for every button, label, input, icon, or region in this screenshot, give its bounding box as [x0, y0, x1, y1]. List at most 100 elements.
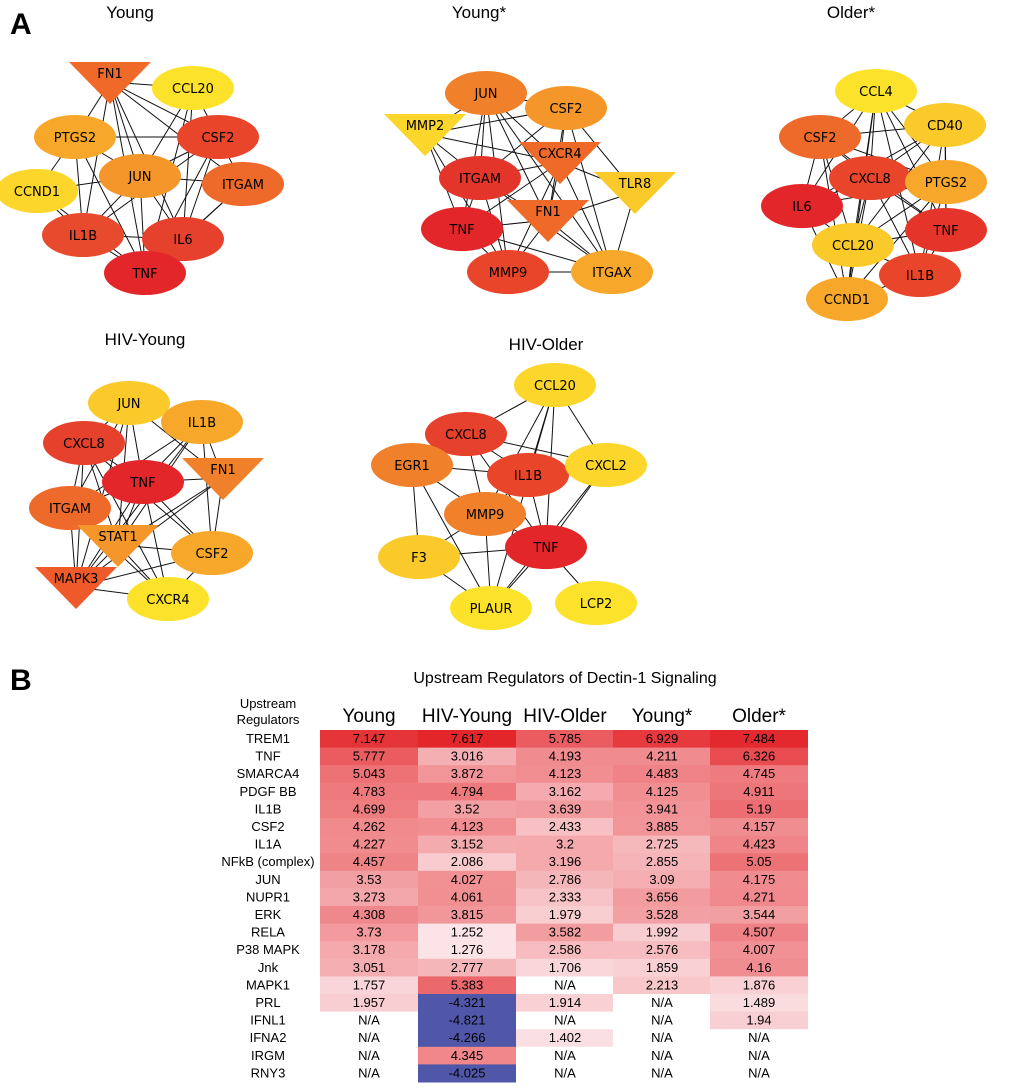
- network-edge: [485, 92, 613, 273]
- heatmap-cell: [516, 730, 614, 749]
- table-title: Upstream Regulators of Dectin-1 Signalin…: [413, 670, 716, 687]
- cell-value: 1.992: [646, 925, 679, 940]
- cell-value: 7.147: [353, 731, 386, 746]
- node-shape: [594, 172, 676, 214]
- heatmap-cell: [613, 994, 711, 1013]
- cell-value: 2.855: [646, 854, 679, 869]
- node-label: MMP2: [406, 119, 445, 134]
- row-label: IFNL1: [250, 1013, 285, 1028]
- heatmap-cell: [710, 800, 808, 819]
- heatmap-cell: [516, 870, 614, 889]
- network-edge: [182, 87, 194, 240]
- node-shape: [421, 207, 503, 251]
- node-il6: IL6: [142, 217, 224, 261]
- heatmap-cell: [710, 835, 808, 854]
- node-label: CCND1: [14, 185, 60, 200]
- row-label: IFNA2: [250, 1030, 287, 1045]
- heatmap-cell: [613, 1046, 711, 1065]
- network-title: Young*: [452, 3, 507, 22]
- cell-value: 6.929: [646, 731, 679, 746]
- node-jun: JUN: [99, 154, 181, 198]
- node-shape: [34, 115, 116, 159]
- network-edge: [83, 442, 169, 600]
- cell-value: 7.484: [743, 731, 776, 746]
- heatmap-cell: [710, 1064, 808, 1083]
- node-shape: [384, 114, 466, 156]
- cell-value: 5.383: [451, 977, 484, 992]
- cell-value: 3.582: [549, 925, 582, 940]
- cell-value: 1.979: [549, 907, 582, 922]
- network-edge: [875, 90, 947, 231]
- heatmap-cell: [710, 923, 808, 942]
- node-shape: [835, 69, 917, 113]
- node-label: FN1: [210, 463, 235, 478]
- cell-value: 1.276: [451, 942, 484, 957]
- cell-value: N/A: [651, 1048, 673, 1063]
- cell-value: 1.94: [746, 1013, 771, 1028]
- heatmap-cell: [613, 1064, 711, 1083]
- heatmap-cell: [418, 1011, 516, 1030]
- heatmap-cell: [613, 976, 711, 995]
- node-label: CCL20: [534, 379, 576, 394]
- node-ptgs2: PTGS2: [34, 115, 116, 159]
- cell-value: 3.639: [549, 801, 582, 816]
- node-cxcl8: CXCL8: [425, 412, 507, 456]
- heatmap-cell: [710, 818, 808, 837]
- node-csf2: CSF2: [171, 531, 253, 575]
- heatmap-cell: [320, 765, 418, 784]
- row-label: PDGF BB: [239, 784, 296, 799]
- node-shape: [202, 162, 284, 206]
- heatmap-cell: [613, 730, 711, 749]
- node-shape: [487, 453, 569, 497]
- node-label: JUN: [473, 87, 497, 102]
- heatmap-cell: [418, 994, 516, 1013]
- heatmap-cell: [710, 958, 808, 977]
- heatmap-cell: [516, 1046, 614, 1065]
- node-label: PTGS2: [925, 176, 967, 191]
- node-cd40: CD40: [904, 103, 986, 147]
- cell-value: 4.123: [549, 766, 582, 781]
- node-label: PLAUR: [470, 602, 513, 617]
- node-shape: [104, 251, 186, 295]
- cell-value: 4.271: [743, 889, 776, 904]
- heatmap-cell: [516, 906, 614, 925]
- cell-value: 7.617: [451, 731, 484, 746]
- heatmap-cell: [516, 782, 614, 801]
- network-edge: [75, 421, 203, 588]
- node-shape: [829, 156, 911, 200]
- node-shape: [905, 160, 987, 204]
- node-label: IL6: [173, 233, 192, 248]
- network-title: HIV-Young: [105, 330, 186, 349]
- node-label: CXCL8: [849, 172, 891, 187]
- heatmap-cell: [320, 1046, 418, 1065]
- node-label: IL1B: [69, 229, 97, 244]
- cell-value: 4.483: [646, 766, 679, 781]
- heatmap-cell: [710, 730, 808, 749]
- heatmap-cell: [613, 835, 711, 854]
- cell-value: 4.211: [646, 749, 678, 764]
- node-cxcl8: CXCL8: [43, 421, 125, 465]
- node-shape: [161, 400, 243, 444]
- cell-value: 3.73: [356, 925, 381, 940]
- node-label: MMP9: [466, 508, 505, 523]
- cell-value: N/A: [651, 1013, 673, 1028]
- heatmap-cell: [418, 958, 516, 977]
- node-jun: JUN: [88, 381, 170, 425]
- node-label: IL1B: [906, 269, 934, 284]
- cell-value: 5.05: [746, 854, 771, 869]
- node-fn1: FN1: [182, 458, 264, 500]
- node-egr1: EGR1: [371, 443, 453, 487]
- node-fn1: FN1: [507, 200, 589, 242]
- heatmap-cell: [320, 976, 418, 995]
- node-label: CSF2: [803, 131, 836, 146]
- node-shape: [905, 208, 987, 252]
- cell-value: 3.2: [556, 837, 574, 852]
- node-fn1: FN1: [69, 62, 151, 104]
